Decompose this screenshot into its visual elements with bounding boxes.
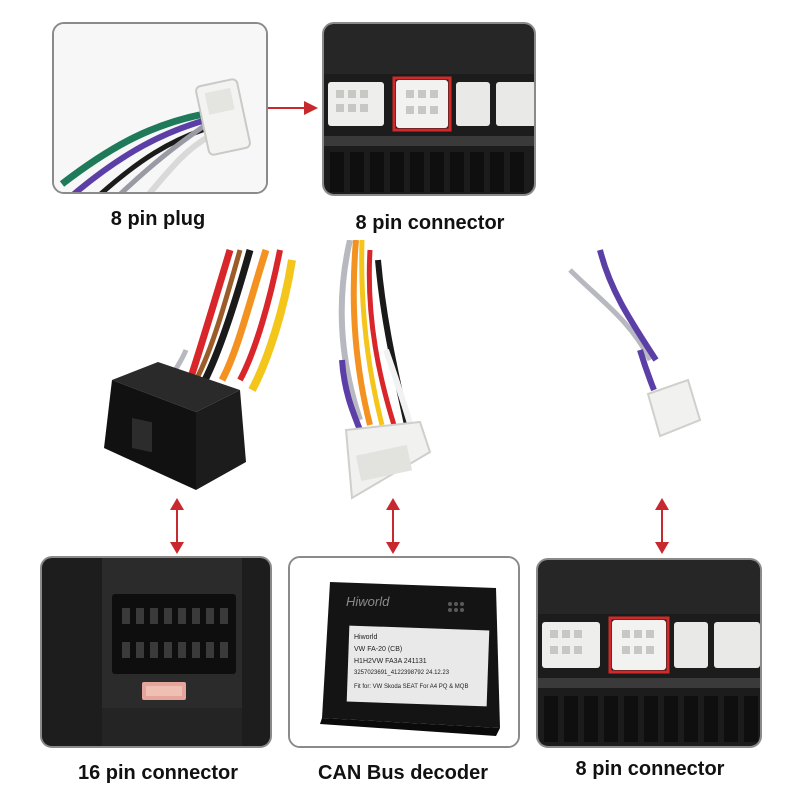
decoder-label-line3: H1H2VW FA3A 241131 [354, 658, 427, 665]
wiring-harness-photo [104, 240, 702, 500]
decoder-label-line1: Hiworld [354, 634, 378, 641]
double-arrow-icon-left [170, 498, 184, 554]
caption-8-pin-connector-bottom: 8 pin connector [575, 758, 725, 780]
highlight-box [392, 76, 452, 132]
plug-8pin-photo [54, 24, 266, 192]
double-arrow-icon-right [655, 498, 669, 554]
decoder-label-line5: Fit for: VW Skoda SEAT For A4 PQ & MQB [354, 684, 469, 690]
double-arrow-icon-center [386, 498, 400, 554]
caption-16-pin-connector: 16 pin connector [77, 762, 239, 784]
photo-panel-can-bus-decoder: Hiworld Hiworld VW FA-20 (CB) H1H2VW FA3… [288, 556, 520, 748]
photo-panel-16-pin-connector [40, 556, 272, 748]
decoder-label-line4: 3257023691_4122398792 24.12.23 [354, 670, 450, 676]
decoder-label-line2: VW FA-20 (CB) [354, 646, 403, 653]
caption-can-bus-decoder: CAN Bus decoder [317, 762, 489, 784]
caption-8-pin-connector-top: 8 pin connector [355, 212, 505, 234]
decoder-box-photo [290, 558, 518, 746]
highlight-box [608, 616, 670, 674]
photo-panel-8-pin-plug [52, 22, 268, 194]
socket-row-photo-top [324, 24, 534, 194]
socket-row-photo-bottom [538, 560, 760, 746]
decoder-brand: Hiworld [346, 594, 390, 609]
photo-panel-8-pin-connector-bottom [536, 558, 762, 748]
caption-8-pin-plug: 8 pin plug [110, 208, 206, 230]
photo-panel-8-pin-connector-top [322, 22, 536, 196]
socket-16pin-photo [42, 558, 270, 746]
right-arrow-icon [268, 101, 318, 115]
